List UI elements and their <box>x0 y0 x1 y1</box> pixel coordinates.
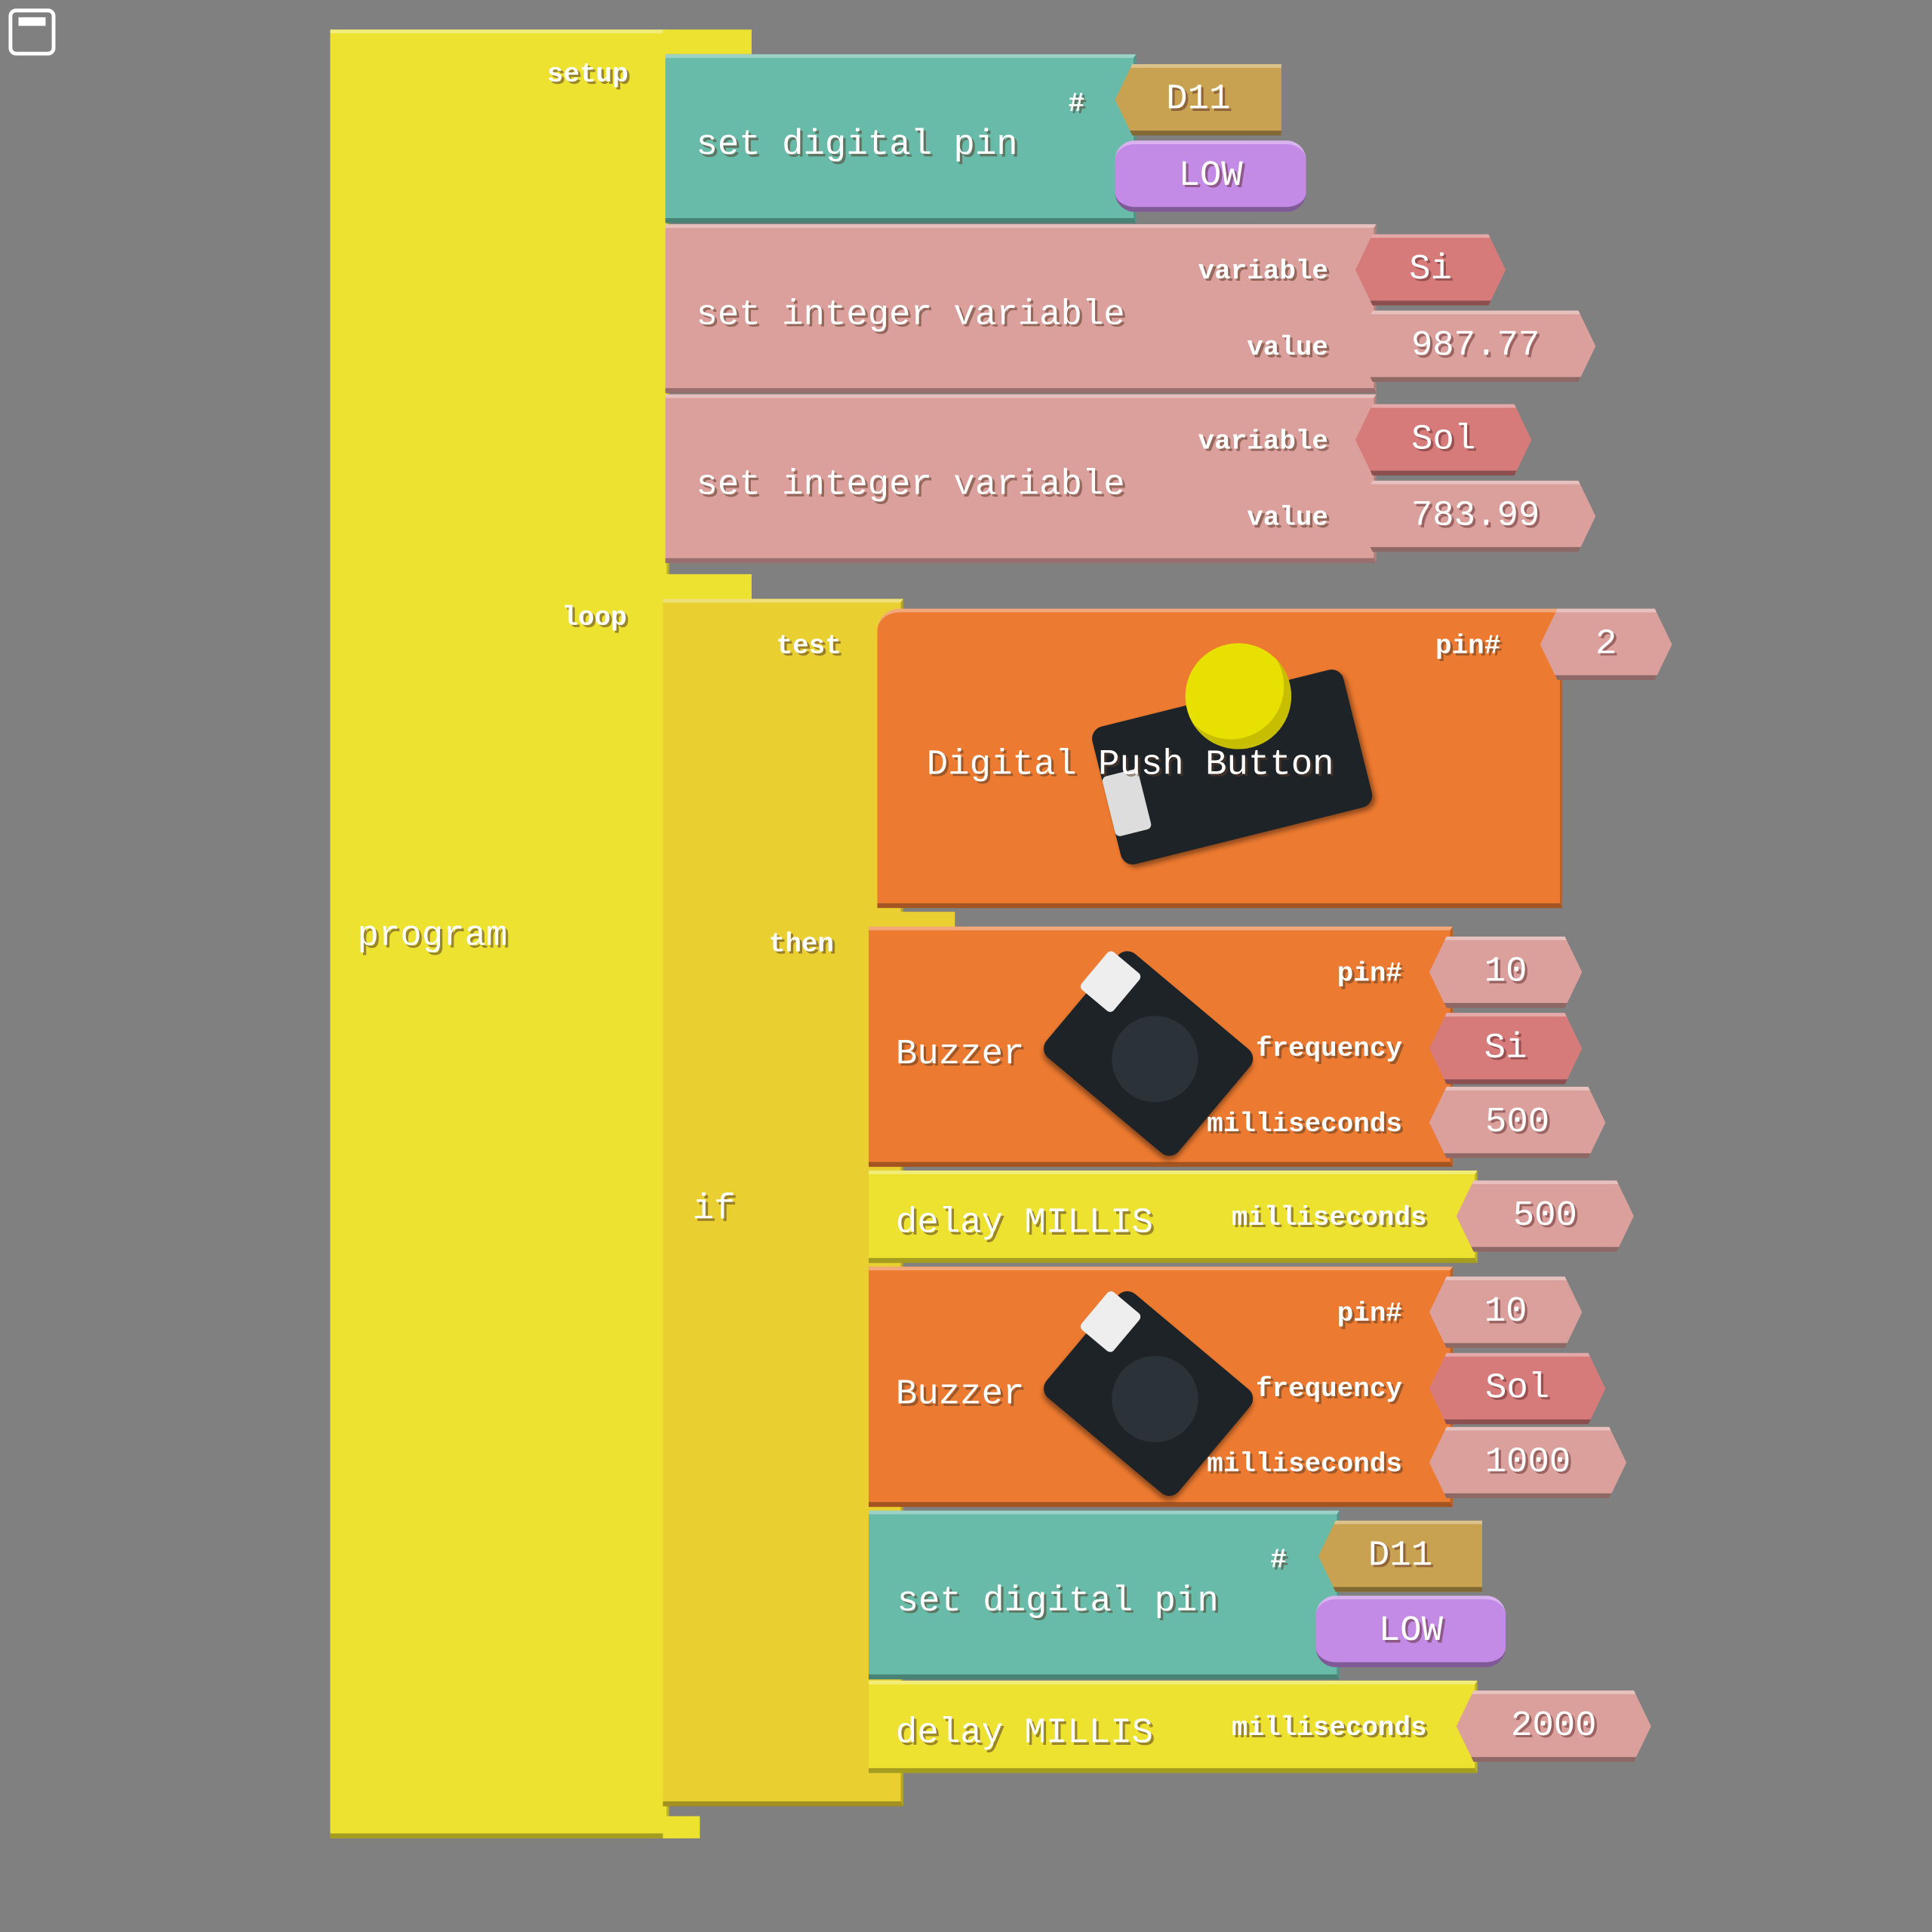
milliseconds-value[interactable]: 2000 <box>1457 1690 1651 1762</box>
pin-value[interactable]: 10 <box>1429 1276 1582 1348</box>
block-title: set digital pin <box>897 1580 1219 1622</box>
window-restore-icon[interactable] <box>8 8 56 56</box>
block-title: Buzzer <box>895 1374 1025 1415</box>
program-label: program <box>357 915 508 956</box>
value-label: value <box>1247 332 1328 364</box>
block-title: set integer variable <box>696 294 1125 336</box>
frequency-label: frequency <box>1255 1374 1402 1405</box>
pin-label: # <box>1068 88 1085 120</box>
milliseconds-label: milliseconds <box>1207 1109 1402 1140</box>
variable-value[interactable]: Sol <box>1355 405 1531 476</box>
if-label: if <box>692 1189 736 1230</box>
block-title: delay MILLIS <box>895 1202 1153 1244</box>
delay-millis-block[interactable] <box>869 1680 1478 1774</box>
then-label: then <box>768 929 834 960</box>
variable-value[interactable]: Si <box>1355 234 1506 306</box>
if-block[interactable] <box>663 598 903 1807</box>
milliseconds-value[interactable]: 500 <box>1457 1180 1634 1252</box>
value-label: value <box>1247 503 1328 534</box>
block-title: delay MILLIS <box>895 1712 1153 1754</box>
number-value[interactable]: 987.77 <box>1355 310 1595 382</box>
loop-label: loop <box>561 602 627 634</box>
test-label: test <box>776 630 841 662</box>
block-title: set integer variable <box>696 464 1125 506</box>
block-title: Digital Push Button <box>926 744 1334 785</box>
number-value[interactable]: 783.99 <box>1355 481 1595 552</box>
pin-value[interactable]: D11 <box>1115 63 1281 136</box>
delay-millis-block[interactable] <box>869 1171 1478 1263</box>
push-button-cap <box>1185 643 1292 749</box>
variable-label: variable <box>1198 426 1328 457</box>
pin-value[interactable]: D11 <box>1318 1520 1483 1592</box>
pin-label: # <box>1270 1545 1287 1577</box>
set-integer-variable-block[interactable] <box>665 224 1377 393</box>
pin-label: pin# <box>1337 958 1402 990</box>
block-title: Buzzer <box>895 1033 1025 1075</box>
pin-value[interactable]: 2 <box>1540 609 1672 681</box>
variable-label: variable <box>1198 256 1328 288</box>
state-value[interactable]: LOW <box>1315 1595 1506 1667</box>
milliseconds-label: milliseconds <box>1207 1448 1402 1480</box>
pin-label: pin# <box>1435 630 1501 662</box>
block-title: set digital pin <box>696 124 1018 165</box>
pin-value[interactable]: 10 <box>1429 937 1582 1008</box>
frequency-value[interactable]: Sol <box>1429 1353 1605 1425</box>
set-digital-pin-block[interactable] <box>665 54 1137 223</box>
milliseconds-label: milliseconds <box>1231 1202 1427 1234</box>
set-digital-pin-block[interactable] <box>869 1510 1340 1680</box>
pin-label: pin# <box>1337 1298 1402 1330</box>
setup-label: setup <box>546 59 629 91</box>
frequency-value[interactable]: Si <box>1429 1013 1582 1084</box>
milliseconds-value[interactable]: 1000 <box>1429 1427 1626 1499</box>
milliseconds-value[interactable]: 500 <box>1429 1087 1605 1158</box>
program-block[interactable] <box>330 29 669 1838</box>
set-integer-variable-block[interactable] <box>665 394 1377 564</box>
state-value[interactable]: LOW <box>1115 140 1306 212</box>
frequency-label: frequency <box>1255 1033 1402 1065</box>
milliseconds-label: milliseconds <box>1231 1712 1427 1744</box>
